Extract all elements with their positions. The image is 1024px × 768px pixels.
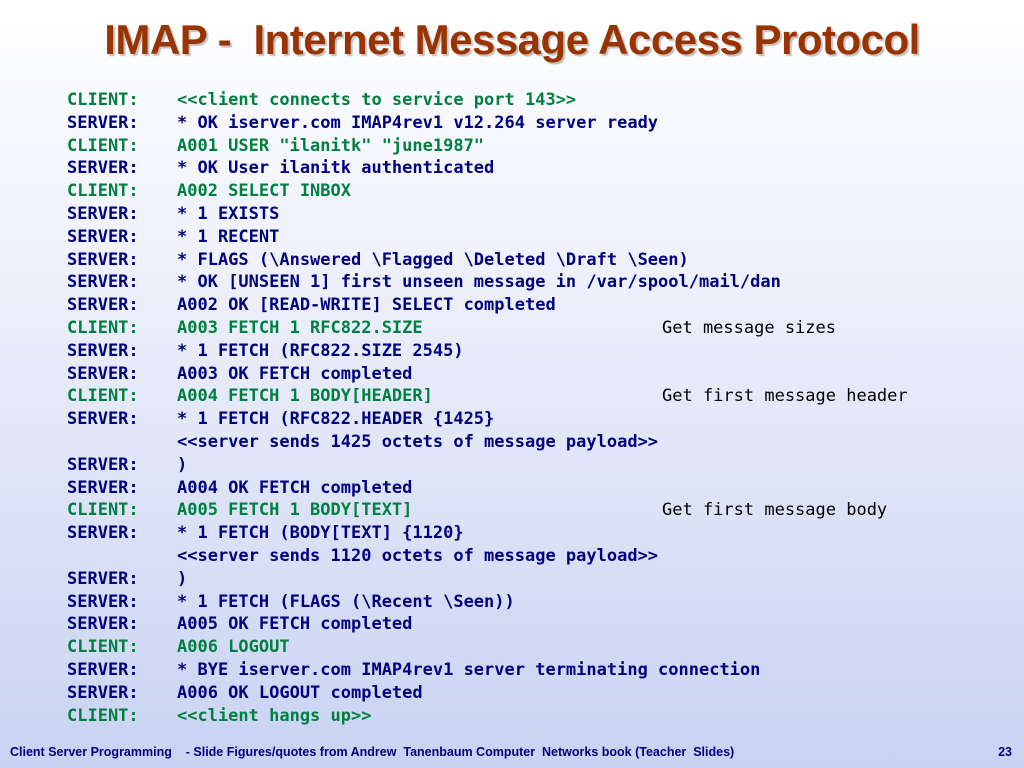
speaker-label: SERVER:	[67, 659, 139, 680]
speaker-label: SERVER:	[67, 363, 139, 384]
protocol-message: * OK [UNSEEN 1] first unseen message in …	[177, 272, 781, 293]
speaker-label: SERVER:	[67, 203, 139, 224]
annotation-note: Get message sizes	[662, 317, 836, 338]
speaker-label: SERVER:	[67, 226, 139, 247]
protocol-message: A003 OK FETCH completed	[177, 363, 413, 384]
speaker-label: SERVER:	[67, 477, 139, 498]
protocol-message: A006 OK LOGOUT completed	[177, 682, 423, 703]
protocol-message: <<server sends 1425 octets of message pa…	[177, 431, 659, 452]
protocol-message: * OK User ilanitk authenticated	[177, 158, 495, 179]
protocol-message: A006 LOGOUT	[177, 637, 290, 658]
protocol-message: * OK iserver.com IMAP4rev1 v12.264 serve…	[177, 112, 659, 133]
speaker-label: SERVER:	[67, 682, 139, 703]
protocol-message: * 1 FETCH (BODY[TEXT] {1120}	[177, 523, 464, 544]
speaker-label: SERVER:	[67, 340, 139, 361]
speaker-label: SERVER:	[67, 272, 139, 293]
page-number: 23	[998, 745, 1012, 759]
protocol-message: A002 SELECT INBOX	[177, 181, 351, 202]
protocol-message: A005 OK FETCH completed	[177, 614, 413, 635]
protocol-message: A002 OK [READ-WRITE] SELECT completed	[177, 295, 556, 316]
speaker-label: SERVER:	[67, 523, 139, 544]
speaker-label: SERVER:	[67, 158, 139, 179]
speaker-label: CLIENT:	[67, 317, 139, 338]
protocol-message: A001 USER "ilanitk" "june1987"	[177, 135, 485, 156]
annotation-note: Get first message header	[662, 386, 908, 407]
protocol-message: <<client connects to service port 143>>	[177, 90, 577, 110]
protocol-message: * FLAGS (\Answered \Flagged \Deleted \Dr…	[177, 249, 689, 270]
speaker-label: SERVER:	[67, 614, 139, 635]
protocol-message: A004 OK FETCH completed	[177, 477, 413, 498]
protocol-message: <<client hangs up>>	[177, 705, 372, 726]
protocol-message: A005 FETCH 1 BODY[TEXT]	[177, 500, 413, 521]
protocol-message: * 1 RECENT	[177, 226, 280, 247]
speaker-label: CLIENT:	[67, 181, 139, 202]
speaker-label: CLIENT:	[67, 90, 139, 110]
protocol-message: * 1 FETCH (RFC822.HEADER {1425}	[177, 409, 495, 430]
protocol-message: <<server sends 1120 octets of message pa…	[177, 545, 659, 566]
protocol-message: )	[177, 454, 188, 475]
speaker-label: CLIENT:	[67, 386, 139, 407]
speaker-label: SERVER:	[67, 591, 139, 612]
speaker-label: CLIENT:	[67, 135, 139, 156]
protocol-message: )	[177, 568, 188, 589]
protocol-message: A003 FETCH 1 RFC822.SIZE	[177, 317, 423, 338]
speaker-label: SERVER:	[67, 454, 139, 475]
protocol-message: * 1 FETCH (FLAGS (\Recent \Seen))	[177, 591, 515, 612]
protocol-message: A004 FETCH 1 BODY[HEADER]	[177, 386, 433, 407]
speaker-label: SERVER:	[67, 249, 139, 270]
footer-text: Client Server Programming - Slide Figure…	[10, 745, 735, 759]
speaker-label: CLIENT:	[67, 705, 139, 726]
speaker-label: CLIENT:	[67, 637, 139, 658]
speaker-label: CLIENT:	[67, 500, 139, 521]
slide-title: IMAP - Internet Message Access Protocol	[104, 16, 920, 63]
protocol-message: * BYE iserver.com IMAP4rev1 server termi…	[177, 659, 761, 680]
speaker-label: SERVER:	[67, 112, 139, 133]
speaker-label: SERVER:	[67, 409, 139, 430]
protocol-message: * 1 EXISTS	[177, 203, 280, 224]
speaker-label: SERVER:	[67, 295, 139, 316]
annotation-note: Get first message body	[662, 500, 888, 521]
speaker-label: SERVER:	[67, 568, 139, 589]
protocol-message: * 1 FETCH (RFC822.SIZE 2545)	[177, 340, 464, 361]
